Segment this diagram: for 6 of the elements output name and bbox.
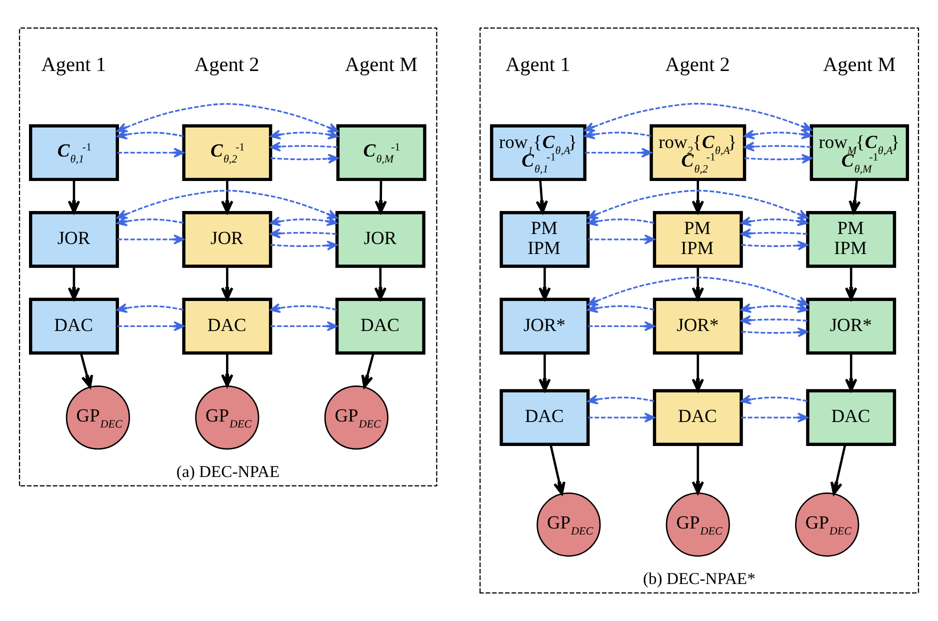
label: Agent 2 bbox=[194, 54, 260, 76]
label: Agent M bbox=[822, 54, 896, 76]
label: Agent 2 bbox=[665, 54, 730, 76]
label: Agent M bbox=[344, 54, 418, 76]
label: Agent 1 bbox=[41, 54, 106, 76]
label: Agent 1 bbox=[505, 54, 570, 76]
